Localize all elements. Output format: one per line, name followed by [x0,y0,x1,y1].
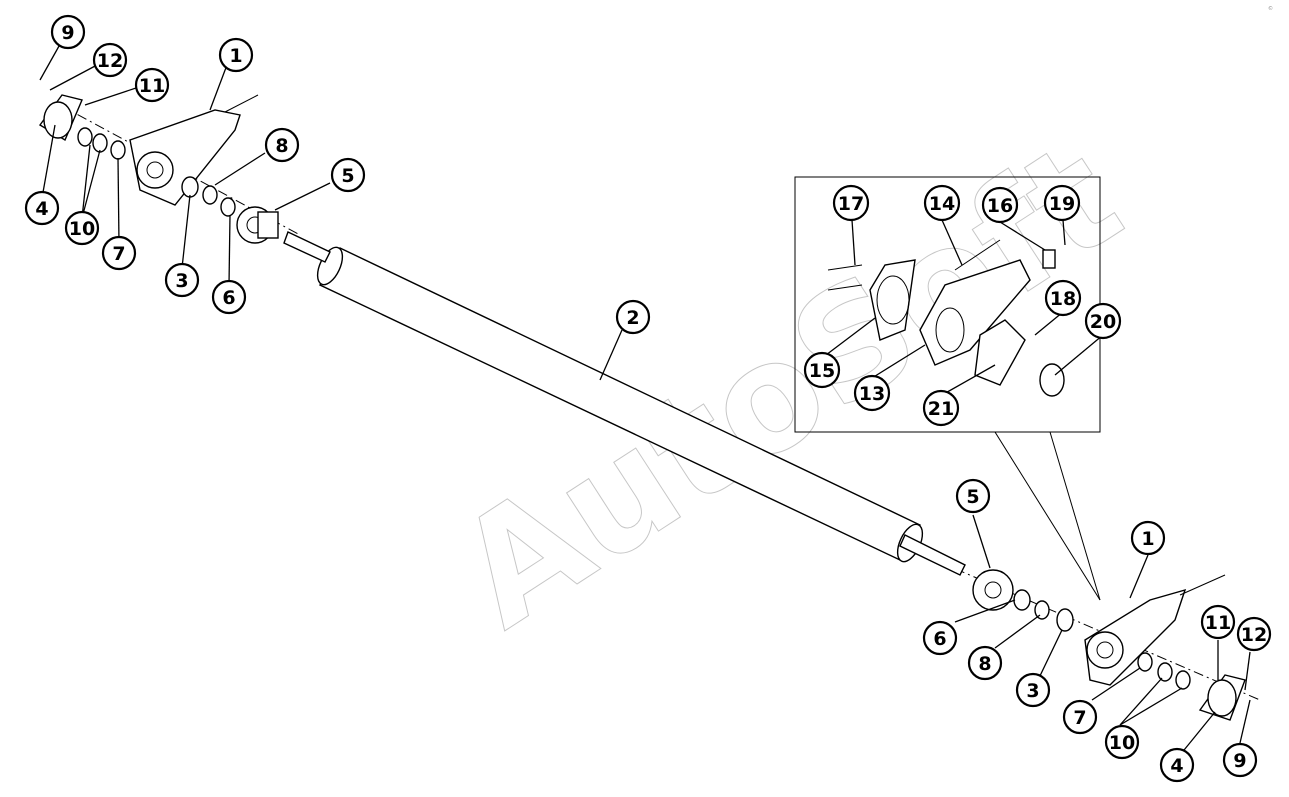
callout-2: 2 [615,299,651,335]
callout-label: 11 [1205,612,1231,634]
sprocket-left [236,206,279,244]
callout-label: 21 [928,398,954,420]
callout-7-right: 7 [1062,699,1098,735]
callout-label: 3 [175,270,188,292]
callout-label: 3 [1026,680,1039,702]
callout-label: 1 [1141,528,1154,550]
washer-10b-left [92,133,108,153]
corner-mark: © [1268,5,1273,12]
callout-label: 8 [978,653,991,675]
callout-10-right: 10 [1104,724,1140,760]
bearing-plate-right [1084,574,1226,686]
flange-right [1198,674,1246,721]
callout-1-top-left: 1 [218,37,254,73]
callout-label: 9 [61,22,74,44]
washer-10b-right [1175,670,1191,690]
callout-10-left: 10 [64,210,100,246]
callout-9-top-left: 9 [50,14,86,50]
callout-label: 13 [859,383,885,405]
callout-label: 15 [809,360,835,382]
callout-12-right: 12 [1236,616,1272,652]
sprocket-right [972,569,1014,611]
flange-left [38,94,83,142]
callout-label: 6 [933,628,946,650]
callout-label: 5 [966,486,979,508]
callout-6-right: 6 [922,620,958,656]
callout-label: 5 [341,165,354,187]
callout-label: 11 [139,75,165,97]
callout-11-right: 11 [1200,604,1236,640]
washer-10a-right [1157,662,1173,682]
callout-label: 2 [626,307,639,329]
callout-label: 6 [222,287,235,309]
callout-6-left: 6 [211,279,247,315]
detail-pointer-right [1049,431,1101,601]
callout-4-right: 4 [1159,747,1195,783]
callout-label: 12 [1241,624,1267,646]
callout-16: 16 [981,186,1019,224]
callout-15: 15 [803,351,841,389]
callout-1-right: 1 [1130,520,1166,556]
callout-4-left: 4 [24,190,60,226]
callout-14: 14 [923,184,961,222]
callout-7-left: 7 [101,235,137,271]
callout-21: 21 [922,389,960,427]
callout-5-left: 5 [330,157,366,193]
callout-label: 1 [229,45,242,67]
callout-17: 17 [832,184,870,222]
callout-9-right: 9 [1222,742,1258,778]
callout-label: 8 [275,135,288,157]
bushing-6-left [220,197,236,217]
washer-3-right [1056,608,1074,632]
washer-8-right [1034,600,1050,620]
callout-label: 17 [838,193,864,215]
callout-label: 14 [929,193,955,215]
washer-7-right [1137,652,1153,672]
callout-label: 10 [69,218,95,240]
callout-label: 10 [1109,732,1135,754]
washer-8-left [202,185,218,205]
roller-shaft [283,231,966,576]
callout-8-left: 8 [264,127,300,163]
callout-label: 7 [1073,707,1086,729]
bushing-6-right [1013,589,1031,611]
callout-label: 4 [35,198,48,220]
detail-pointer-left [994,431,1101,601]
callout-13: 13 [853,374,891,412]
callout-label: 19 [1049,193,1075,215]
callout-label: 7 [112,243,125,265]
callout-11-top-left: 11 [134,67,170,103]
washer-10a-left [77,127,93,147]
washer-7-left [110,140,126,160]
callout-12-top-left: 12 [92,42,128,78]
callout-20: 20 [1084,302,1122,340]
callout-3-left: 3 [164,262,200,298]
callout-19: 19 [1043,184,1081,222]
callout-18: 18 [1044,279,1082,317]
callout-label: 20 [1090,311,1116,333]
callout-5-right: 5 [955,478,991,514]
detail-parts [827,239,1065,397]
callout-label: 4 [1170,755,1183,777]
callout-3-right: 3 [1015,672,1051,708]
callout-label: 9 [1233,750,1246,772]
callout-label: 16 [987,195,1013,217]
washer-3-left [181,176,199,198]
callout-label: 18 [1050,288,1076,310]
callout-label: 12 [97,50,123,72]
callout-8-right: 8 [967,645,1003,681]
bearing-plate-left [129,94,259,206]
